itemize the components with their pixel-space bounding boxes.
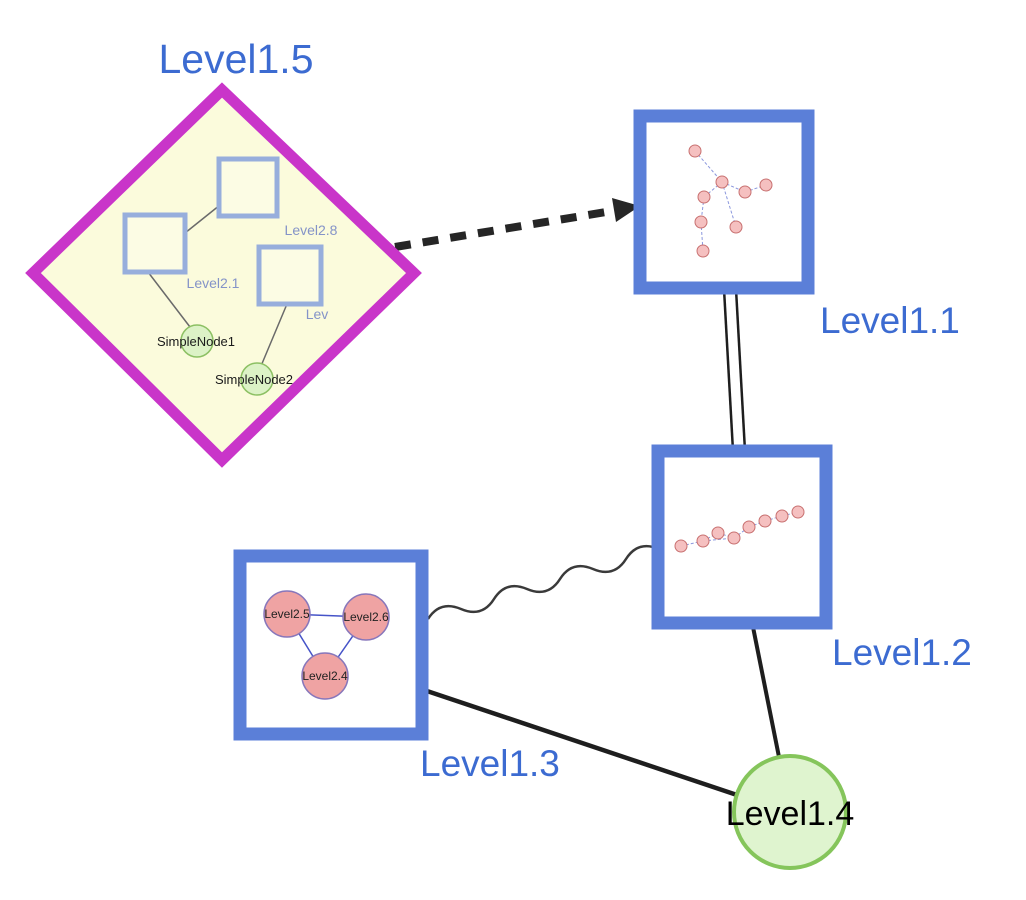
edge-level11-level12: [722, 288, 747, 452]
graph-node-small[interactable]: [791, 505, 805, 519]
node-level26[interactable]: [342, 593, 390, 641]
node-level13[interactable]: [233, 549, 429, 741]
node-level24[interactable]: [301, 652, 349, 700]
arrowhead-icon: [612, 198, 640, 222]
dashed-arrow-shaft: [394, 207, 613, 251]
graph-node-small[interactable]: [674, 539, 688, 553]
label-level28: Level2.8: [285, 222, 338, 238]
label-level13: Level1.3: [420, 743, 560, 784]
double-line-left: [722, 288, 735, 452]
graph-node-small[interactable]: [696, 244, 710, 258]
graph-node-small[interactable]: [738, 185, 752, 199]
mini-graph-level11-nodes: [688, 144, 773, 258]
graph-node-small[interactable]: [688, 144, 702, 158]
graph-node-small[interactable]: [742, 520, 756, 534]
graph-node-small[interactable]: [694, 215, 708, 229]
edge-lev-simplenode2: [260, 303, 288, 367]
label-level24: Level2.4: [302, 669, 348, 683]
node-level28[interactable]: [216, 156, 280, 219]
graph-node-small[interactable]: [715, 175, 729, 189]
edge-level21-level28: [184, 204, 221, 234]
edge-level21-simplenode1: [147, 271, 191, 328]
double-line-right: [734, 288, 747, 452]
node-level12-group: Level1.2: [651, 444, 972, 673]
level15-diamond[interactable]: [25, 82, 422, 468]
node-level21[interactable]: [122, 212, 188, 275]
label-level26: Level2.6: [343, 610, 389, 624]
node-level11-group: Level1.1: [633, 109, 960, 341]
edge-wavy-level13-level12: [426, 544, 660, 620]
label-level11: Level1.1: [820, 300, 960, 341]
label-lev: Lev: [306, 306, 329, 322]
node-lev[interactable]: [256, 244, 324, 307]
label-simplenode1: SimpleNode1: [157, 334, 235, 349]
node-level14[interactable]: [732, 754, 848, 870]
graph-node-small[interactable]: [697, 190, 711, 204]
mini-graph-level12-nodes: [674, 505, 805, 553]
node-level25[interactable]: [263, 590, 311, 638]
graph-node-small[interactable]: [727, 531, 741, 545]
edge-level15-level11: [394, 198, 640, 251]
node-level12[interactable]: [651, 444, 833, 630]
node-level15-group: Level1.5 Level2.8 Level2.1 Lev SimpleNod…: [25, 36, 422, 468]
label-level12: Level1.2: [832, 632, 972, 673]
graph-node-small[interactable]: [758, 514, 772, 528]
node-level11[interactable]: [633, 109, 815, 295]
graph-node-small[interactable]: [729, 220, 743, 234]
node-simplenode2[interactable]: [240, 362, 274, 396]
node-simplenode1[interactable]: [180, 324, 214, 358]
graph-node-small[interactable]: [696, 534, 710, 548]
label-level21: Level2.1: [187, 275, 240, 291]
node-level13-group: Level2.5 Level2.6 Level2.4 Level1.3: [233, 549, 560, 784]
graph-node-small[interactable]: [711, 526, 725, 540]
graph-node-small[interactable]: [759, 178, 773, 192]
edge-level13-level14: [423, 687, 738, 798]
label-simplenode2: SimpleNode2: [215, 372, 293, 387]
label-level25: Level2.5: [264, 607, 310, 621]
edge-level12-level14: [751, 626, 781, 758]
graph-node-small[interactable]: [775, 509, 789, 523]
label-level14: Level1.4: [726, 795, 855, 833]
label-level15: Level1.5: [158, 36, 313, 82]
node-level14-group: Level1.4: [726, 754, 855, 870]
